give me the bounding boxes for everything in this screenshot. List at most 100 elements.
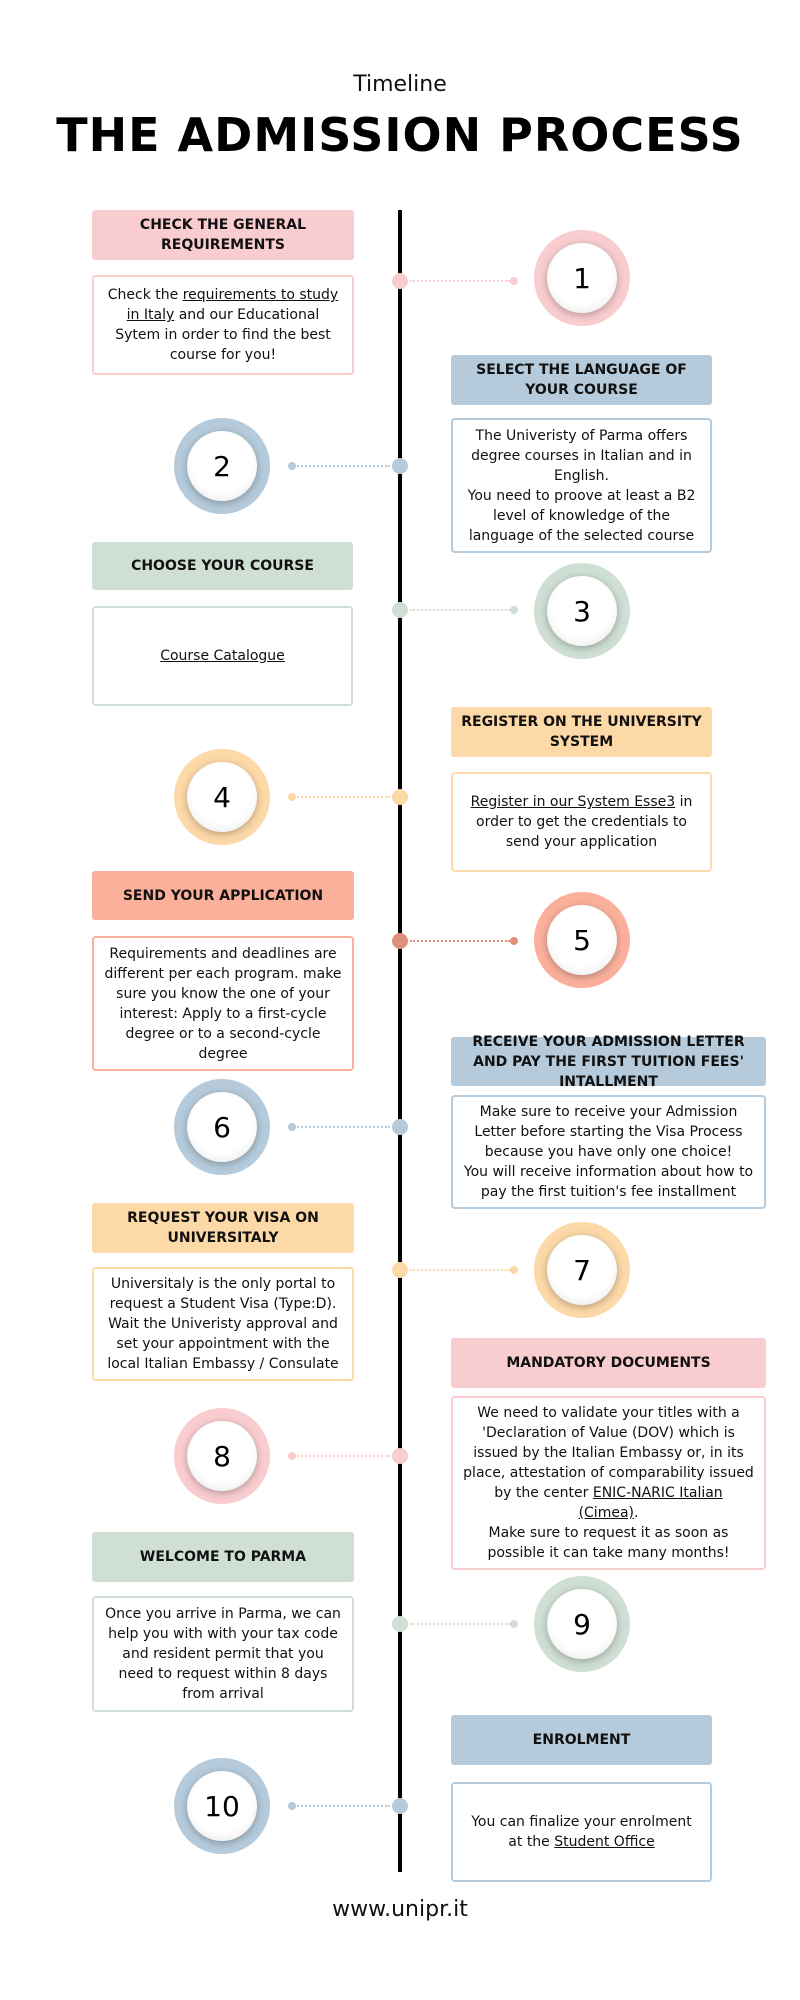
step-6-number: 6 — [187, 1092, 257, 1162]
step-9-connector — [410, 1623, 510, 1625]
step-2-description-text: The Univeristy of Parma offers degree co… — [463, 426, 700, 546]
step-5-text: Requirements and deadlines are different… — [104, 945, 342, 1062]
step-4-connector-dot — [288, 793, 296, 801]
step-2-timeline-node — [392, 458, 408, 474]
step-7-connector-dot — [510, 1266, 518, 1274]
step-5-description: Requirements and deadlines are different… — [92, 936, 354, 1071]
step-8-text: We need to validate your titles with a '… — [463, 1405, 754, 1501]
step-8-number-circle: 8 — [174, 1408, 270, 1504]
step-6-header: RECEIVE YOUR ADMISSION LETTER AND PAY TH… — [451, 1034, 766, 1090]
step-9-description: Once you arrive in Parma, we can help yo… — [92, 1596, 354, 1712]
step-5-timeline-node — [392, 933, 408, 949]
step-6-description-text: Make sure to receive your Admission Lett… — [463, 1102, 754, 1202]
step-3-description: Course Catalogue — [92, 606, 353, 706]
step-2-description: The Univeristy of Parma offers degree co… — [451, 418, 712, 553]
step-2-number-circle: 2 — [174, 418, 270, 514]
step-6-connector — [294, 1126, 390, 1128]
step-6-connector-dot — [288, 1123, 296, 1131]
step-5-connector-dot — [510, 937, 518, 945]
step-10-description: You can finalize your enrolment at the S… — [451, 1782, 712, 1882]
step-5-header: SEND YOUR APPLICATION — [92, 871, 354, 920]
step-1-description-text: Check the requirements to study in Italy… — [104, 285, 342, 365]
page-title: THE ADMISSION PROCESS — [56, 108, 744, 162]
step-3-number: 3 — [547, 576, 617, 646]
step-1-number: 1 — [547, 243, 617, 313]
step-8-number: 8 — [187, 1421, 257, 1491]
step-10-connector-dot — [288, 1802, 296, 1810]
step-10-link[interactable]: Student Office — [554, 1834, 655, 1850]
step-3-link[interactable]: Course Catalogue — [160, 648, 285, 664]
step-1-text: Check the — [107, 287, 183, 303]
step-7-description-text: Universitaly is the only portal to reque… — [104, 1274, 342, 1374]
step-3-description-text: Course Catalogue — [160, 646, 285, 666]
step-6-number-circle: 6 — [174, 1079, 270, 1175]
timeline-line — [398, 210, 402, 1872]
step-3-connector — [410, 609, 510, 611]
step-9-timeline-node — [392, 1616, 408, 1632]
step-4-timeline-node — [392, 789, 408, 805]
step-8-text-end: . Make sure to request it as soon as pos… — [487, 1505, 730, 1561]
step-4-link[interactable]: Register in our System Esse3 — [470, 794, 676, 810]
step-1-timeline-node — [392, 273, 408, 289]
step-6-text: Make sure to receive your Admission Lett… — [463, 1104, 754, 1200]
step-10-header: ENROLMENT — [451, 1715, 712, 1765]
step-8-connector-dot — [288, 1452, 296, 1460]
footer-url[interactable]: www.unipr.it — [332, 1897, 468, 1922]
step-10-number: 10 — [187, 1771, 257, 1841]
step-1-description: Check the requirements to study in Italy… — [92, 275, 354, 375]
step-8-description-text: We need to validate your titles with a '… — [463, 1403, 754, 1563]
step-7-number-circle: 7 — [534, 1222, 630, 1318]
step-4-description: Register in our System Esse3 in order to… — [451, 772, 712, 872]
step-9-number: 9 — [547, 1589, 617, 1659]
step-2-number: 2 — [187, 431, 257, 501]
step-10-text: You can finalize your enrolment at the — [471, 1814, 692, 1850]
page-subtitle: Timeline — [353, 72, 447, 97]
step-4-description-text: Register in our System Esse3 in order to… — [463, 792, 700, 852]
step-5-description-text: Requirements and deadlines are different… — [104, 944, 342, 1064]
step-1-connector-dot — [510, 277, 518, 285]
step-6-timeline-node — [392, 1119, 408, 1135]
step-9-text: Once you arrive in Parma, we can help yo… — [105, 1606, 341, 1702]
step-7-number: 7 — [547, 1235, 617, 1305]
step-10-connector — [294, 1805, 390, 1807]
step-1-number-circle: 1 — [534, 230, 630, 326]
step-3-timeline-node — [392, 602, 408, 618]
step-2-connector — [294, 465, 390, 467]
step-9-connector-dot — [510, 1620, 518, 1628]
step-4-number: 4 — [187, 762, 257, 832]
step-3-connector-dot — [510, 606, 518, 614]
step-2-text: The Univeristy of Parma offers degree co… — [467, 427, 696, 544]
step-7-timeline-node — [392, 1262, 408, 1278]
step-7-text: Universitaly is the only portal to reque… — [107, 1276, 339, 1372]
step-1-header: CHECK THE GENERAL REQUIREMENTS — [92, 210, 354, 260]
step-8-connector — [294, 1455, 390, 1457]
step-10-timeline-node — [392, 1798, 408, 1814]
step-8-link[interactable]: ENIC-NARIC Italian (Cimea) — [578, 1485, 723, 1521]
step-8-header: MANDATORY DOCUMENTS — [451, 1338, 766, 1388]
step-1-text-end: and our Educational Sytem in order to fi… — [115, 307, 331, 363]
step-4-text-end: in order to get the credentials to send … — [476, 794, 693, 850]
step-4-number-circle: 4 — [174, 749, 270, 845]
step-2-connector-dot — [288, 462, 296, 470]
step-9-description-text: Once you arrive in Parma, we can help yo… — [104, 1604, 342, 1704]
step-7-header: REQUEST YOUR VISA ON UNIVERSITALY — [92, 1203, 354, 1253]
step-5-connector — [410, 940, 510, 942]
step-1-link[interactable]: requirements to study in Italy — [126, 287, 339, 323]
step-5-number: 5 — [547, 905, 617, 975]
step-7-description: Universitaly is the only portal to reque… — [92, 1267, 354, 1381]
step-1-connector — [410, 280, 510, 282]
step-3-header: CHOOSE YOUR COURSE — [92, 542, 353, 590]
step-6-description: Make sure to receive your Admission Lett… — [451, 1095, 766, 1209]
step-10-description-text: You can finalize your enrolment at the S… — [463, 1812, 700, 1852]
step-3-number-circle: 3 — [534, 563, 630, 659]
step-2-header: SELECT THE LANGUAGE OF YOUR COURSE — [451, 355, 712, 405]
step-8-description: We need to validate your titles with a '… — [451, 1396, 766, 1570]
step-4-connector — [294, 796, 390, 798]
step-10-number-circle: 10 — [174, 1758, 270, 1854]
step-7-connector — [410, 1269, 510, 1271]
step-8-timeline-node — [392, 1448, 408, 1464]
step-9-header: WELCOME TO PARMA — [92, 1532, 354, 1582]
step-5-number-circle: 5 — [534, 892, 630, 988]
step-9-number-circle: 9 — [534, 1576, 630, 1672]
step-4-header: REGISTER ON THE UNIVERSITY SYSTEM — [451, 707, 712, 757]
